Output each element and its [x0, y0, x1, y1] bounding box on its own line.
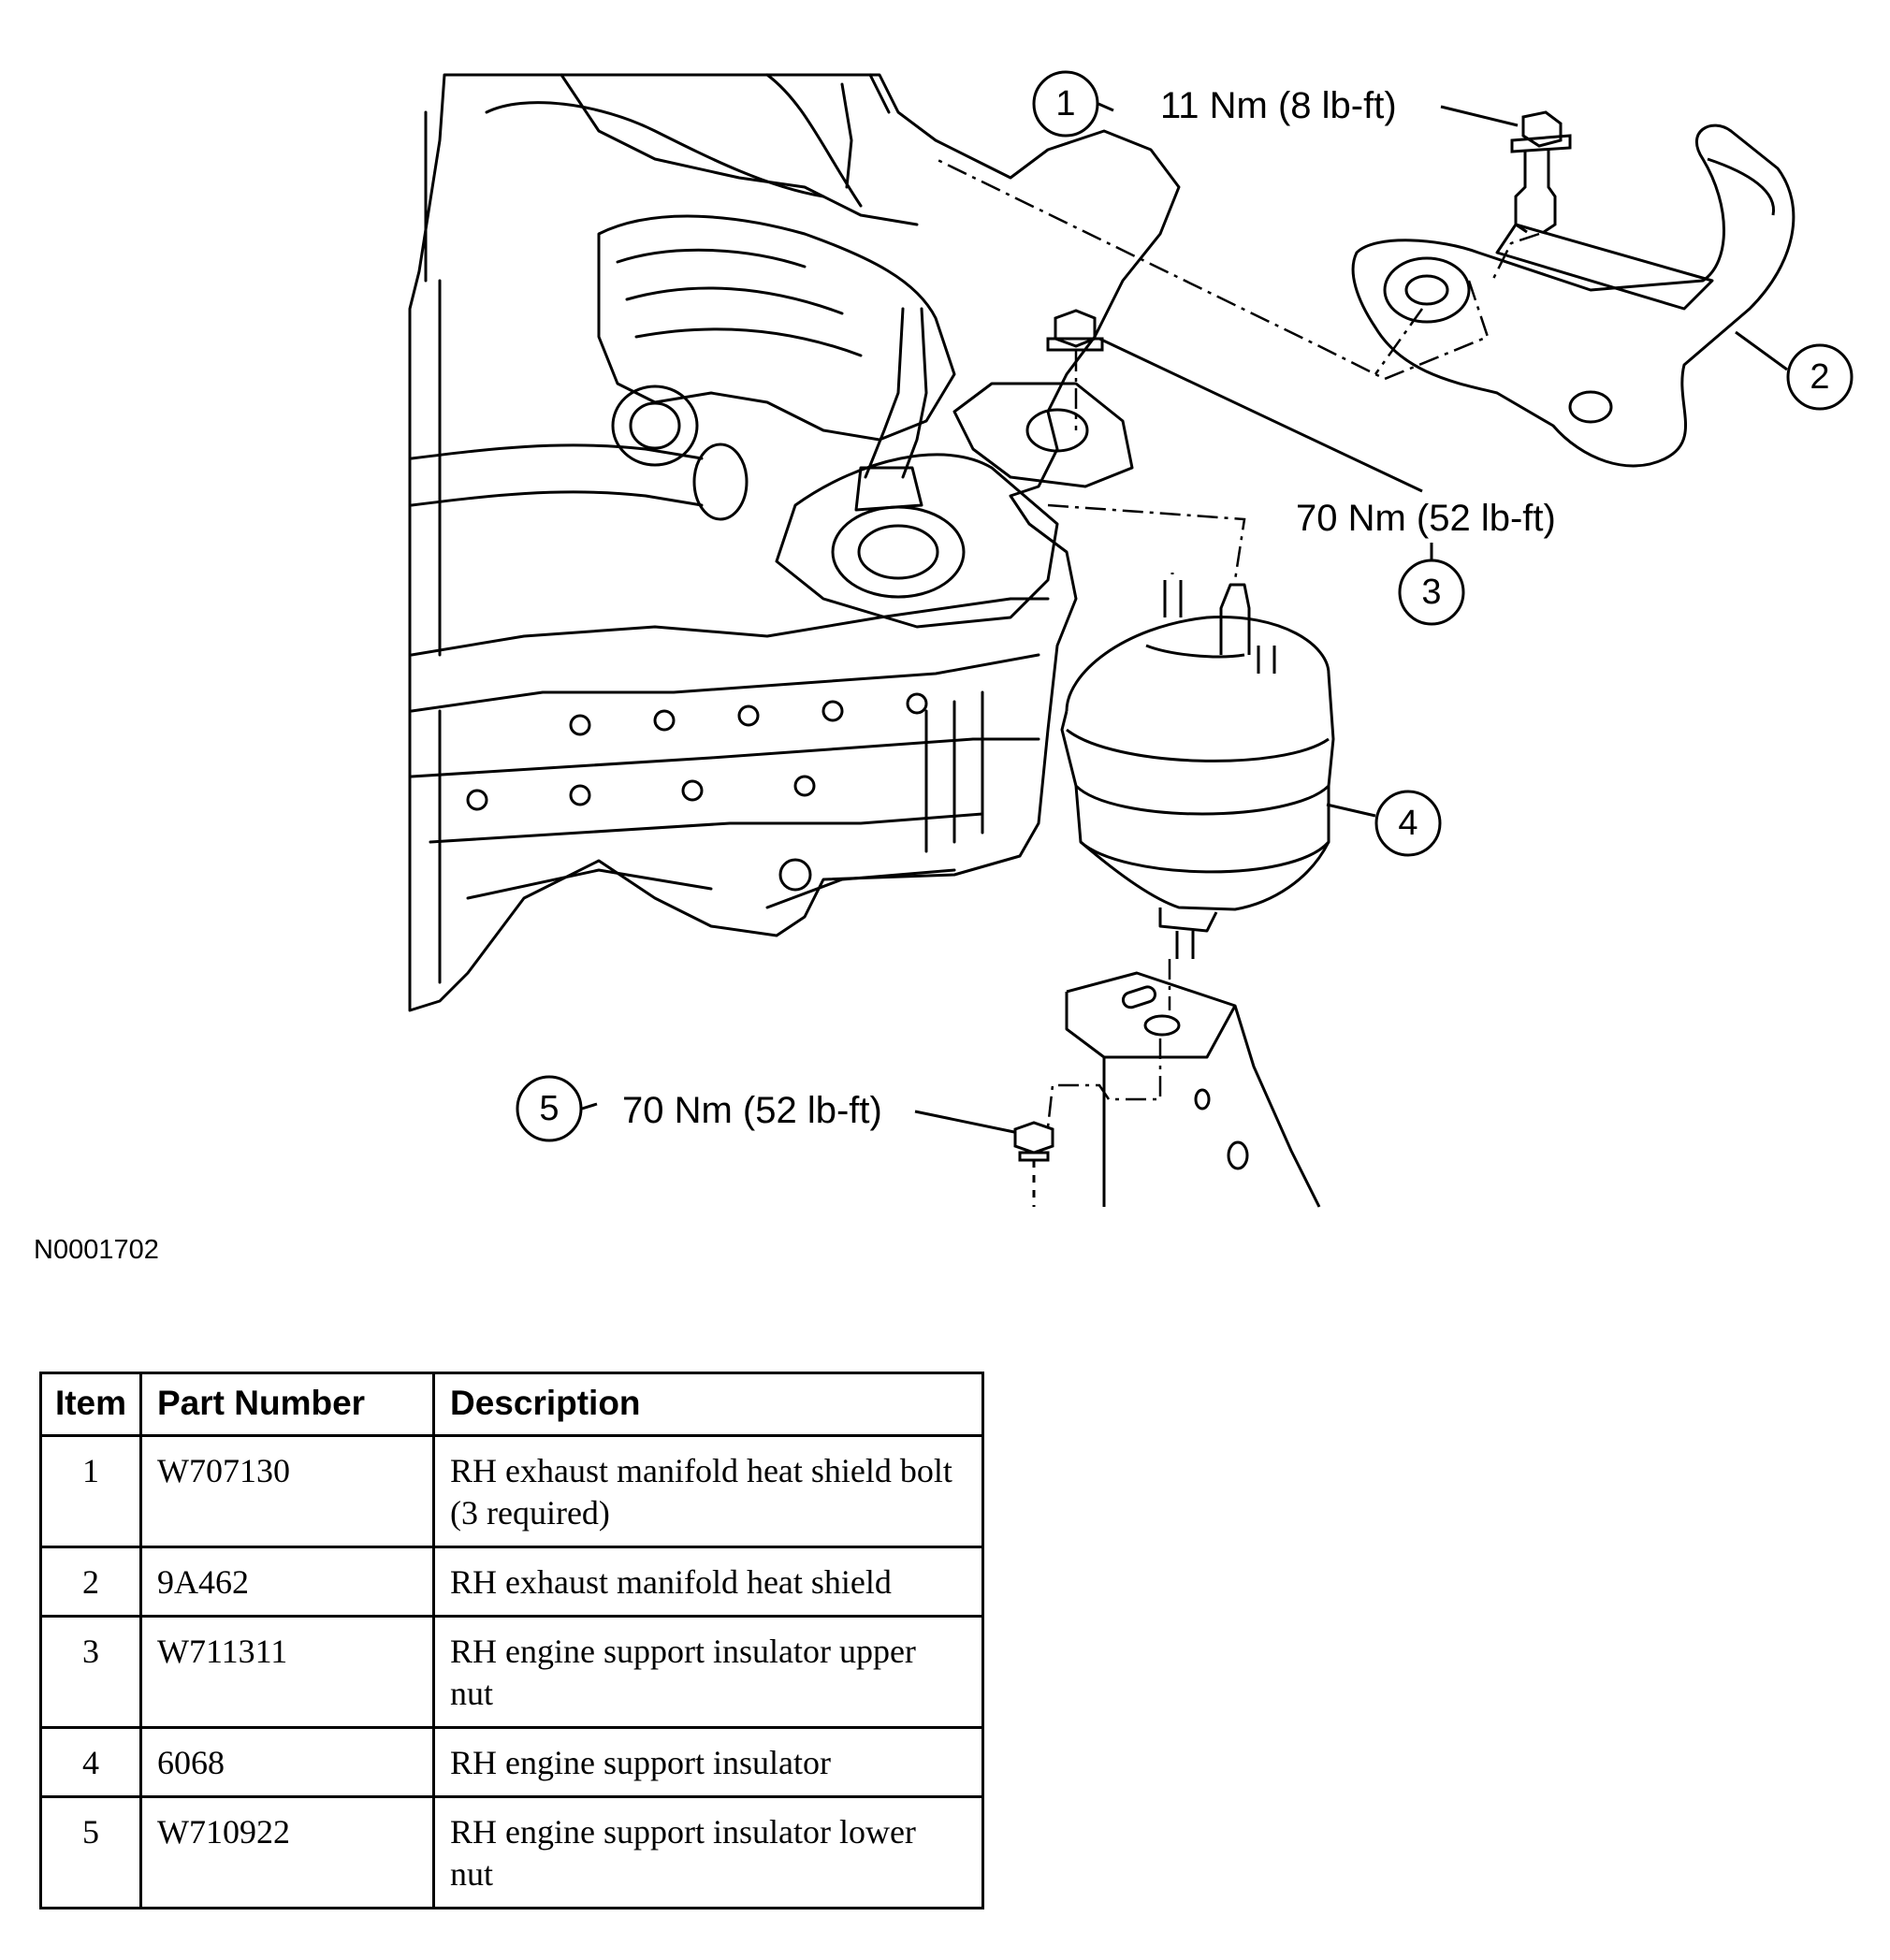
callout-1: 1 11 Nm (8 lb-ft)	[1032, 70, 1519, 138]
callout-3-number: 3	[1421, 573, 1441, 612]
cell-part-number: W707130	[139, 1434, 435, 1548]
cell-description: RH engine support insulator upper nut	[432, 1615, 984, 1729]
table-header-row: Item Part Number Description	[39, 1372, 984, 1437]
cell-part-number: W710922	[139, 1795, 435, 1909]
callout-5-circle	[516, 1075, 583, 1142]
cell-description: RH exhaust manifold heat shield	[432, 1546, 984, 1618]
cell-item: 2	[39, 1546, 142, 1618]
callout-1-number: 1	[1055, 84, 1075, 123]
header-description: Description	[432, 1372, 984, 1437]
callout-4-circle	[1374, 790, 1442, 857]
lower-nut-part	[1013, 1121, 1054, 1207]
cell-description: RH engine support insulator lower nut	[432, 1795, 984, 1909]
assembly-lines	[935, 157, 1540, 1128]
cell-description: RH exhaust manifold heat shield bolt (3 …	[432, 1434, 984, 1548]
heat-shield-bolt-part	[1510, 110, 1572, 234]
callout-2-number: 2	[1810, 357, 1829, 397]
callout-5-number: 5	[539, 1089, 559, 1128]
callout-1-torque: 11 Nm (8 lb-ft)	[1160, 85, 1397, 126]
callout-3-torque: 70 Nm (52 lb-ft)	[1296, 498, 1556, 539]
callout-2-circle	[1786, 343, 1854, 411]
callout-1-circle	[1032, 70, 1099, 138]
table-row: 3 W711311 RH engine support insulator up…	[39, 1615, 984, 1729]
table-row: 1 W707130 RH exhaust manifold heat shiel…	[39, 1434, 984, 1548]
callout-3-circle	[1398, 559, 1465, 626]
table-row: 5 W710922 RH engine support insulator lo…	[39, 1795, 984, 1909]
table-row: 2 9A462 RH exhaust manifold heat shield	[39, 1546, 984, 1618]
cell-part-number: 9A462	[139, 1546, 435, 1618]
header-part-number: Part Number	[139, 1372, 435, 1437]
cell-item: 5	[39, 1795, 142, 1909]
callout-3: 70 Nm (52 lb-ft) 3	[1098, 337, 1556, 626]
cell-description: RH engine support insulator	[432, 1726, 984, 1798]
cell-item: 3	[39, 1615, 142, 1729]
callout-4-number: 4	[1398, 804, 1418, 843]
table-row: 4 6068 RH engine support insulator	[39, 1726, 984, 1798]
parts-table: Item Part Number Description 1 W707130 R…	[39, 1372, 984, 1909]
insulator-part	[1060, 573, 1335, 959]
cell-part-number: 6068	[139, 1726, 435, 1798]
callout-5-torque: 70 Nm (52 lb-ft)	[622, 1090, 882, 1131]
callout-4: 4	[1326, 790, 1442, 857]
heat-shield-part	[1351, 123, 1796, 468]
cell-item: 1	[39, 1434, 142, 1548]
engine-drawing	[408, 73, 1181, 1012]
lower-bracket-part	[1065, 971, 1321, 1208]
upper-nut-part	[1046, 309, 1104, 352]
cell-item: 4	[39, 1726, 142, 1798]
callout-2: 2	[1735, 330, 1854, 411]
engine-mount-diagram: 1 11 Nm (8 lb-ft) 2 70 Nm (52 lb-ft) 3 4…	[408, 70, 1854, 1208]
header-item: Item	[39, 1372, 142, 1437]
callout-5: 5 70 Nm (52 lb-ft)	[516, 1075, 1015, 1142]
figure-id-label: N0001702	[34, 1235, 159, 1265]
cell-part-number: W711311	[139, 1615, 435, 1729]
